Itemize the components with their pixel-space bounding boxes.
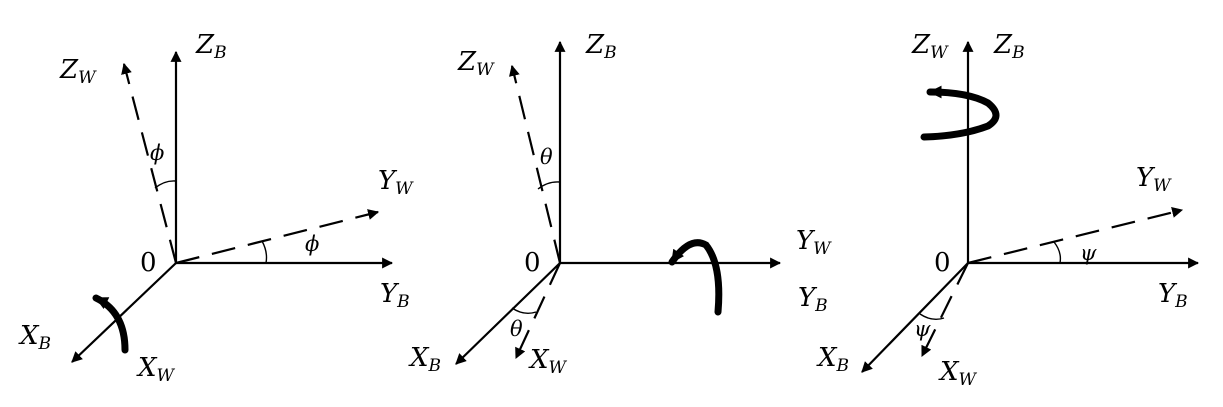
- label-x-b: XB: [18, 321, 51, 354]
- label-x-w: XW: [136, 353, 176, 386]
- theta-arc-lower: [511, 307, 537, 315]
- label-z-w: ZW: [59, 55, 97, 88]
- label-z-w: ZW: [911, 30, 949, 63]
- origin-label: 0: [524, 248, 541, 278]
- angle-psi-horizontal: ψ: [1080, 241, 1097, 265]
- psi-arc-lower: [919, 313, 945, 321]
- label-y-w: YW: [378, 166, 414, 199]
- x-w-axis: [515, 262, 561, 359]
- pitch-rotation-arrow-icon: [668, 239, 723, 316]
- x-b-axis: [71, 262, 177, 363]
- label-y-w: YW: [1136, 163, 1172, 196]
- panel-yaw: ZB ZW YW YB XB XW 0 ψ ψ: [816, 30, 1200, 390]
- label-y-b: YB: [1158, 279, 1188, 312]
- z-w-axis: [508, 64, 562, 264]
- angle-psi-lower: ψ: [914, 317, 931, 341]
- label-y-b: YB: [798, 283, 828, 316]
- label-x-w: XW: [938, 357, 978, 390]
- label-x-b: XB: [408, 343, 441, 376]
- label-x-w: XW: [528, 345, 568, 378]
- phi-arc-horizontal: [261, 240, 268, 264]
- label-z-b: ZB: [585, 30, 617, 63]
- label-y-b: YB: [380, 279, 410, 312]
- z-w-axis: [121, 62, 178, 264]
- theta-arc-vertical: [537, 181, 561, 190]
- panel-pitch: ZB ZW YW YB XB XW 0 θ θ: [408, 30, 832, 378]
- y-w-axis: [967, 207, 1184, 265]
- x-w-axis: [921, 262, 969, 357]
- label-x-b: XB: [816, 343, 849, 376]
- angle-phi-vertical: ϕ: [150, 141, 164, 165]
- label-z-w: ZW: [457, 47, 495, 80]
- x-b-axis: [455, 262, 561, 365]
- psi-arc-horizontal: [1053, 241, 1062, 264]
- angle-theta-lower: θ: [510, 317, 523, 341]
- label-z-b: ZB: [993, 30, 1025, 63]
- angle-theta-vertical: θ: [540, 145, 553, 169]
- roll-rotation-arrow-icon: [92, 294, 129, 354]
- angle-phi-horizontal: ϕ: [305, 232, 319, 256]
- label-z-b: ZB: [195, 30, 227, 63]
- label-y-w: YW: [796, 226, 832, 259]
- y-w-axis: [175, 209, 380, 265]
- origin-label: 0: [140, 248, 157, 278]
- yaw-rotation-arrow-icon: [920, 85, 1000, 141]
- panel-roll: ZB ZW YW YB XB XW 0 ϕ ϕ: [18, 30, 414, 386]
- phi-arc-vertical: [154, 180, 177, 189]
- origin-label: 0: [934, 248, 951, 278]
- x-b-axis: [861, 262, 969, 373]
